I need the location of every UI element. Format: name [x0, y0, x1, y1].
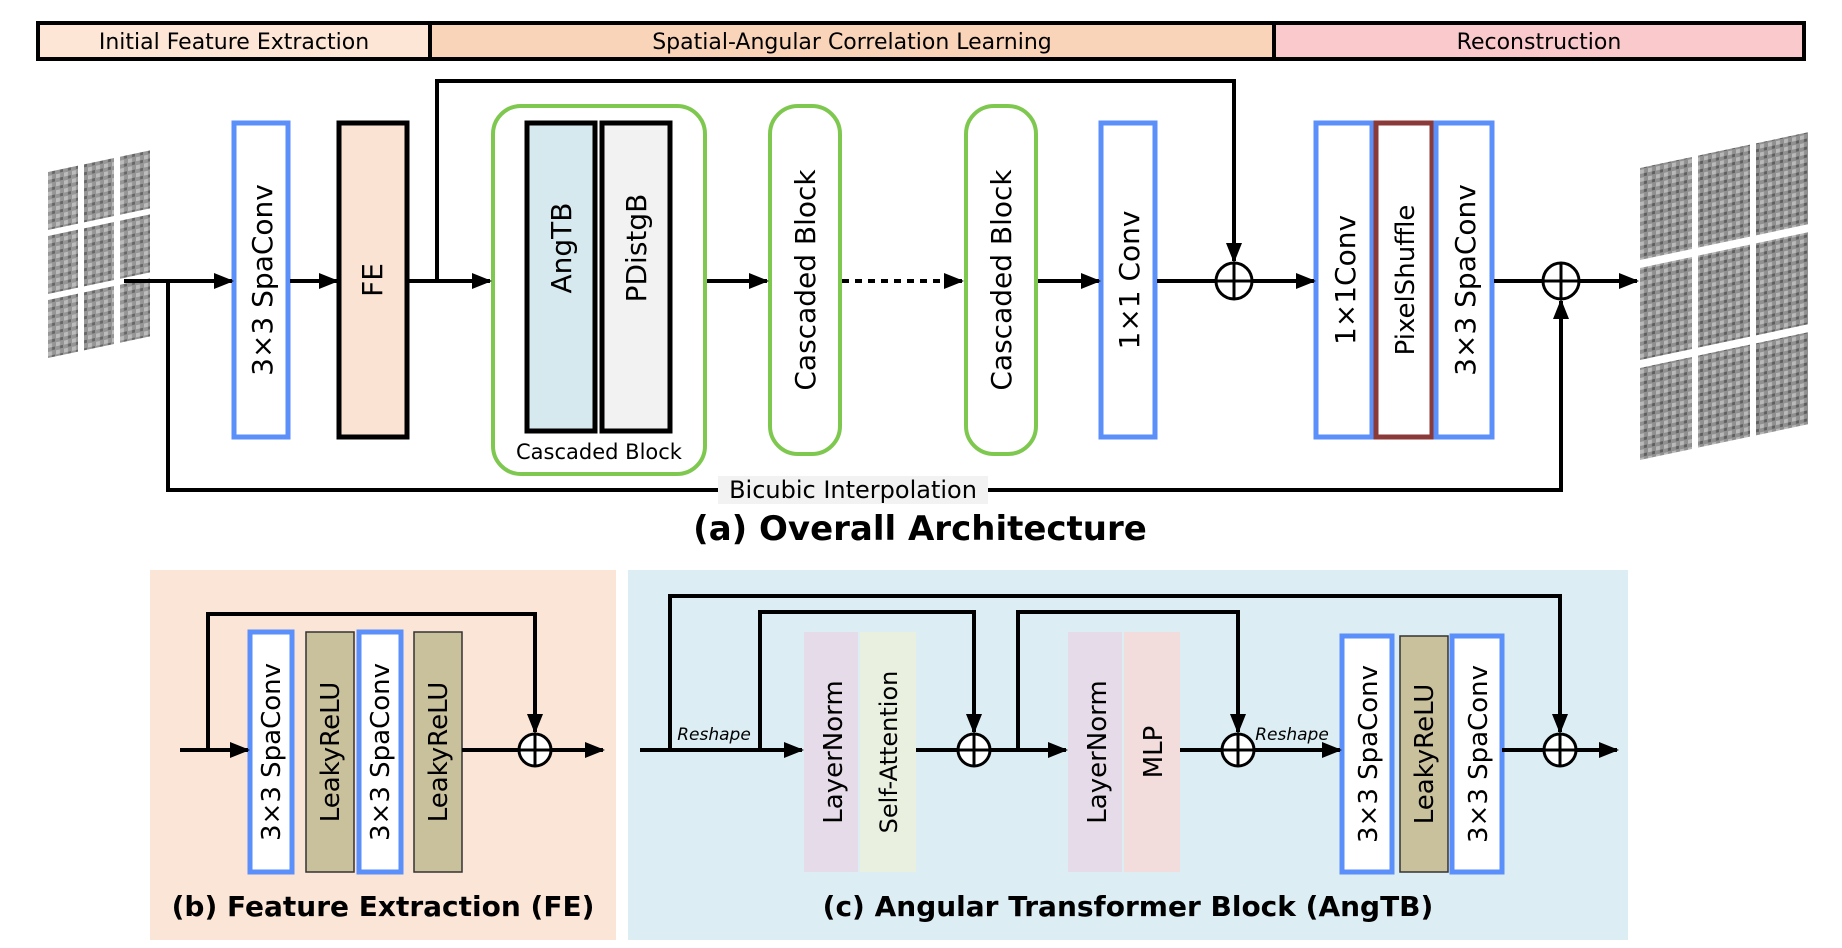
fe-leakyrelu-1 — [305, 631, 355, 873]
panel-angtb: LayerNorm Self-Attention LayerNorm MLP 3… — [628, 570, 1628, 940]
angtb-label: AngTB — [545, 203, 578, 294]
global-skip-connection — [435, 79, 1242, 281]
angtb-layernorm-2 — [1068, 632, 1122, 872]
spaconv-output-block — [1433, 120, 1495, 440]
angtb-mlp-label: MLP — [1139, 726, 1169, 779]
angtb-mlp — [1124, 632, 1180, 872]
pdistgb-block — [599, 120, 673, 434]
fe-spaconv-2 — [356, 629, 404, 875]
bicubic-label: Bicubic Interpolation — [729, 476, 977, 504]
angtb-arrows — [640, 594, 1619, 758]
angtb-sum-node-3 — [1542, 732, 1578, 768]
angtb-spaconv-2-label: 3×3 SpaConv — [1464, 665, 1494, 843]
cascaded-block-2-label: Cascaded Block — [789, 169, 822, 391]
pdistgb-label: PDistgB — [620, 194, 653, 303]
angtb-spaconv-1 — [1339, 633, 1395, 875]
cascaded-block-3 — [964, 104, 1038, 456]
fe-caption: (b) Feature Extraction (FE) — [172, 890, 595, 923]
cascaded-block-3-label: Cascaded Block — [985, 169, 1018, 391]
fe-arrows — [180, 612, 605, 758]
angtb-layernorm-2-label: LayerNorm — [1083, 680, 1113, 823]
stage-bar: Initial Feature Extraction Spatial-Angul… — [36, 21, 1806, 61]
output-lightfield-image — [1640, 132, 1808, 460]
angtb-self-attention — [860, 632, 916, 872]
spaconv-input-block — [231, 120, 291, 440]
stage-initial-box — [36, 21, 432, 61]
fe-leakyrelu-2-label: LeakyReLU — [424, 682, 454, 823]
panel-feature-extraction: 3×3 SpaConv LeakyReLU 3×3 SpaConv LeakyR… — [150, 570, 616, 940]
spaconv-output-label: 3×3 SpaConv — [1449, 184, 1482, 376]
overall-architecture: 3×3 SpaConv FE AngTB PDistgB Cascaded Bl… — [124, 79, 1639, 549]
fe-spaconv-1 — [247, 629, 295, 875]
fe-spaconv-1-label: 3×3 SpaConv — [257, 663, 287, 841]
angtb-block — [524, 120, 598, 434]
conv1x1-block — [1098, 120, 1158, 440]
fe-label: FE — [356, 263, 389, 297]
fe-leakyrelu-1-label: LeakyReLU — [316, 682, 346, 823]
angtb-spaconv-2 — [1449, 633, 1505, 875]
angtb-leakyrelu-label: LeakyReLU — [1410, 684, 1440, 825]
fe-block — [336, 120, 410, 440]
angtb-caption: (c) Angular Transformer Block (AngTB) — [823, 890, 1434, 923]
stage-reconstruction-box — [1272, 21, 1806, 61]
cascaded-block-1-label: Cascaded Block — [516, 440, 683, 464]
spaconv-input-label: 3×3 SpaConv — [246, 184, 279, 376]
stage-reconstruction-label: Reconstruction — [1457, 30, 1622, 55]
stage-correlation-box — [428, 21, 1276, 61]
reshape-label-1: Reshape — [677, 725, 751, 745]
cascaded-block-2 — [768, 104, 842, 456]
angtb-leakyrelu — [1399, 635, 1449, 873]
fe-sum-node — [517, 732, 553, 768]
conv1x1-label: 1×1 Conv — [1113, 211, 1146, 350]
sum-node-2 — [1541, 261, 1581, 301]
bicubic-label-bg — [718, 476, 988, 504]
angtb-sum-node-1 — [956, 732, 992, 768]
angtb-self-attention-label: Self-Attention — [875, 671, 903, 834]
input-lightfield-image — [48, 150, 150, 358]
stage-initial-label: Initial Feature Extraction — [99, 30, 369, 55]
pixelshuffle-block — [1373, 120, 1435, 440]
overall-caption: (a) Overall Architecture — [693, 509, 1147, 549]
angtb-layernorm-1 — [804, 632, 858, 872]
reshape-label-2: Reshape — [1255, 725, 1329, 745]
fe-spaconv-2-label: 3×3 SpaConv — [366, 663, 396, 841]
angtb-layernorm-1-label: LayerNorm — [819, 680, 849, 823]
stage-correlation-label: Spatial-Angular Correlation Learning — [652, 30, 1052, 55]
angtb-spaconv-1-label: 3×3 SpaConv — [1354, 665, 1384, 843]
conv1x1-rec-label: 1×1Conv — [1329, 215, 1362, 345]
sum-node-1 — [1214, 261, 1254, 301]
pixelshuffle-label: PixelShuffle — [1391, 205, 1421, 356]
conv1x1-rec-block — [1313, 120, 1375, 440]
angtb-sum-node-2 — [1220, 732, 1256, 768]
